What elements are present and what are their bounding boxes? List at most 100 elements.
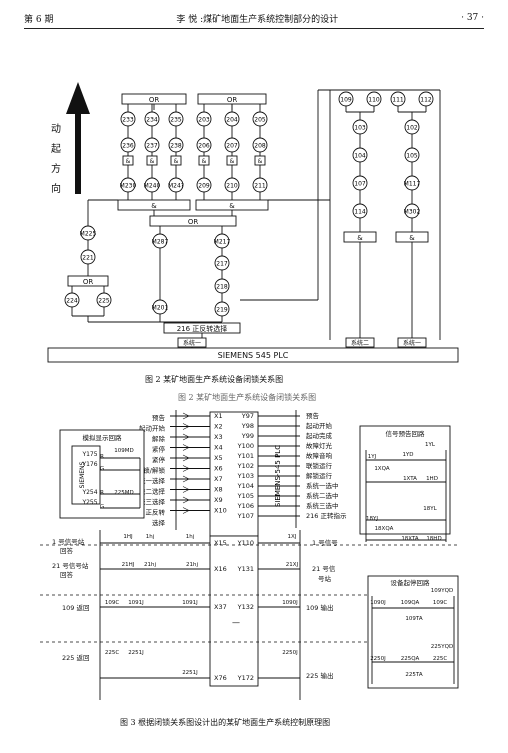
display-y: Y175 bbox=[81, 451, 97, 458]
figure2-caption-ghost: 图 2 某矿地面生产系统设备闭锁关系图 bbox=[178, 393, 317, 402]
input-label: 系统三选择 bbox=[133, 497, 166, 506]
signal-circuit-box bbox=[359, 425, 451, 535]
plc-input-x: X37 bbox=[214, 603, 227, 611]
output-label: 预告 bbox=[306, 411, 320, 420]
plc-block-lower bbox=[209, 535, 259, 687]
station-label: 回答 bbox=[60, 570, 74, 579]
display-plc-name: SIEMENS bbox=[79, 461, 86, 488]
node-circle: 111 bbox=[390, 91, 406, 107]
equip-label: 109YQD bbox=[431, 588, 453, 594]
display-y: Y255 bbox=[81, 499, 97, 506]
signal-label: 1XQA bbox=[374, 466, 390, 472]
node-circle: 211 bbox=[252, 177, 268, 193]
output-label: 225 输出 bbox=[306, 671, 333, 680]
or-gate-mid-label: OR bbox=[227, 96, 238, 104]
signal-label: 1YJ bbox=[368, 454, 377, 460]
relay-label: 21hj bbox=[144, 562, 156, 568]
input-label: 216 正反转 bbox=[131, 508, 165, 517]
and-gate-right-b-label: & bbox=[409, 234, 415, 242]
node-label: 209 bbox=[198, 183, 210, 190]
relay-label: 1090J bbox=[282, 600, 298, 606]
or-gate-center bbox=[149, 215, 237, 227]
output-label: 21 号信 bbox=[312, 564, 336, 573]
and-small-label: & bbox=[126, 158, 131, 165]
node-label: M287 bbox=[152, 239, 169, 246]
contact-switch bbox=[182, 454, 190, 462]
node-circle: M240 bbox=[144, 177, 160, 193]
input-label: 选择 bbox=[152, 518, 166, 527]
plc-input-x: X3 bbox=[214, 433, 223, 441]
relay-label: 21HJ bbox=[122, 562, 135, 568]
plc-output-y: Y131 bbox=[237, 565, 254, 573]
node-label: 112 bbox=[420, 97, 432, 104]
node-circle: M201 bbox=[152, 299, 168, 315]
node-circle: M225 bbox=[80, 225, 96, 241]
relay-label: 1hj bbox=[146, 534, 155, 540]
station-label: 1 号信号站 bbox=[52, 537, 85, 546]
and-small-label: & bbox=[174, 158, 179, 165]
equipment-circuit-box bbox=[367, 575, 459, 689]
plc-input-x: X8 bbox=[214, 486, 223, 494]
direction-char: 动 bbox=[51, 123, 61, 135]
input-label: 解除 bbox=[152, 434, 166, 443]
return-label: 225 返回 bbox=[62, 654, 89, 662]
plc-bar-label: SIEMENS 545 PLC bbox=[218, 351, 289, 360]
node-circle: 225 bbox=[96, 292, 112, 308]
input-label: 系统一选择 bbox=[133, 476, 166, 485]
relay-label: 2251J bbox=[128, 650, 144, 656]
output-label: 起动开始 bbox=[306, 421, 333, 430]
plc-output-y: Y105 bbox=[237, 492, 254, 500]
relay-label: 225C bbox=[105, 650, 119, 656]
node-circle: M287 bbox=[152, 233, 169, 249]
node-label: 208 bbox=[254, 143, 266, 150]
direction-char: 向 bbox=[51, 182, 61, 195]
node-circle: 218 bbox=[214, 278, 230, 294]
reverse-select-label: 216 正反转选择 bbox=[177, 324, 228, 333]
node-label: 107 bbox=[354, 181, 366, 188]
signal-label: 1XTA bbox=[403, 476, 417, 482]
node-label: M230 bbox=[120, 183, 137, 190]
node-label: 103 bbox=[354, 125, 366, 132]
input-label: 紧停 bbox=[152, 445, 166, 454]
node-circle: 235 bbox=[168, 111, 184, 127]
signal-label: 18YJ bbox=[366, 516, 378, 522]
node-circle: 205 bbox=[252, 111, 268, 127]
node-circle: M230 bbox=[120, 177, 137, 193]
plc-bar bbox=[47, 347, 459, 363]
station-label: 回答 bbox=[60, 546, 74, 555]
node-label: 203 bbox=[198, 117, 210, 124]
node-label: 237 bbox=[146, 143, 158, 150]
contact-switch bbox=[182, 465, 190, 472]
plc-output-y: Y110 bbox=[237, 539, 254, 547]
node-circle: M302 bbox=[404, 203, 421, 219]
node-circle: 102 bbox=[404, 119, 420, 135]
node-label: 104 bbox=[354, 153, 366, 160]
node-label: 114 bbox=[354, 209, 366, 216]
node-circle: 224 bbox=[64, 292, 80, 308]
node-label: 105 bbox=[406, 153, 418, 160]
direction-arrow-shaft bbox=[75, 112, 81, 194]
output-label: 1 号信号 bbox=[312, 538, 338, 547]
node-circle: 207 bbox=[224, 137, 240, 153]
node-circle: 236 bbox=[120, 137, 136, 153]
system-label: 系统二 bbox=[351, 339, 369, 347]
direction-char: 方 bbox=[51, 162, 61, 175]
node-circle: 103 bbox=[352, 119, 368, 135]
node-label: 235 bbox=[170, 117, 182, 124]
relay-label: 1091J bbox=[182, 600, 198, 606]
return-label: 109 返回 bbox=[62, 604, 89, 612]
node-label: M302 bbox=[404, 209, 421, 216]
signal-label: 18XQA bbox=[375, 526, 394, 532]
node-label: 109 bbox=[340, 97, 352, 104]
output-label: 解锁运行 bbox=[306, 471, 333, 480]
output-label: 联锁运行 bbox=[306, 461, 333, 470]
output-label: 故障音响 bbox=[306, 451, 333, 460]
display-circuit-title: 模拟显示回路 bbox=[83, 433, 123, 442]
node-label: 224 bbox=[66, 298, 78, 305]
equip-label: 1090J bbox=[370, 600, 386, 606]
node-circle: 208 bbox=[252, 137, 268, 153]
and-gate-left-label: & bbox=[151, 202, 157, 210]
node-label: M24? bbox=[168, 183, 184, 190]
relay-label: 21XJ bbox=[286, 562, 299, 568]
node-circle: 105 bbox=[404, 147, 420, 163]
